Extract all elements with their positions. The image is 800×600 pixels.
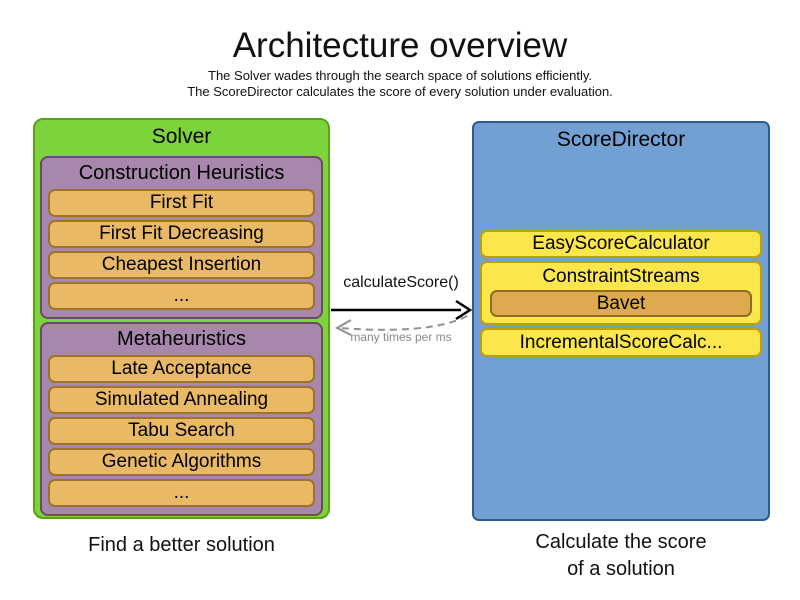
score-director-box: ScoreDirector EasyScoreCalculator Constr… <box>472 121 770 521</box>
many-times-return-arrow <box>334 315 468 336</box>
metaheuristics-label: Metaheuristics <box>117 328 246 350</box>
score-director-caption: Calculate the score of a solution <box>472 529 770 583</box>
item-construction-ellipsis: ... <box>48 282 315 310</box>
easy-score-calculator-box: EasyScoreCalculator <box>480 230 762 258</box>
solver-box: Solver Construction Heuristics First Fit… <box>33 118 330 519</box>
bavet-box: Bavet <box>490 290 752 317</box>
item-cheapest-insertion: Cheapest Insertion <box>48 251 315 279</box>
item-simulated-annealing: Simulated Annealing <box>48 386 315 414</box>
page-title: Architecture overview <box>232 26 568 65</box>
score-director-caption-line-2: of a solution <box>567 558 675 580</box>
subtitle-line-2: The ScoreDirector calculates the score o… <box>187 84 613 99</box>
item-first-fit: First Fit <box>48 189 315 217</box>
metaheuristics-group: Metaheuristics Late Acceptance Simulated… <box>40 322 323 516</box>
solver-label: Solver <box>151 125 212 148</box>
calculator-stack: EasyScoreCalculator ConstraintStreams Ba… <box>480 230 762 360</box>
item-tabu-search: Tabu Search <box>48 417 315 445</box>
item-genetic-algorithms: Genetic Algorithms <box>48 448 315 476</box>
item-first-fit-decreasing: First Fit Decreasing <box>48 220 315 248</box>
constraint-streams-box: ConstraintStreams Bavet <box>480 261 762 325</box>
score-director-label: ScoreDirector <box>556 128 686 151</box>
score-director-caption-line-1: Calculate the score <box>535 531 707 553</box>
calculate-score-arrow <box>331 299 473 321</box>
item-late-acceptance: Late Acceptance <box>48 355 315 383</box>
construction-heuristics-group: Construction Heuristics First Fit First … <box>40 156 323 319</box>
many-times-label: many times per ms <box>350 330 452 344</box>
item-metaheuristics-ellipsis: ... <box>48 479 315 507</box>
arrows-graphic <box>331 299 473 336</box>
calculate-score-label: calculateScore() <box>343 274 459 291</box>
subtitle-line-1: The Solver wades through the search spac… <box>208 68 592 83</box>
incremental-score-calculator-box: IncrementalScoreCalc... <box>480 328 762 357</box>
solver-caption: Find a better solution <box>88 534 275 556</box>
construction-heuristics-label: Construction Heuristics <box>78 162 285 184</box>
constraint-streams-label: ConstraintStreams <box>542 266 700 287</box>
